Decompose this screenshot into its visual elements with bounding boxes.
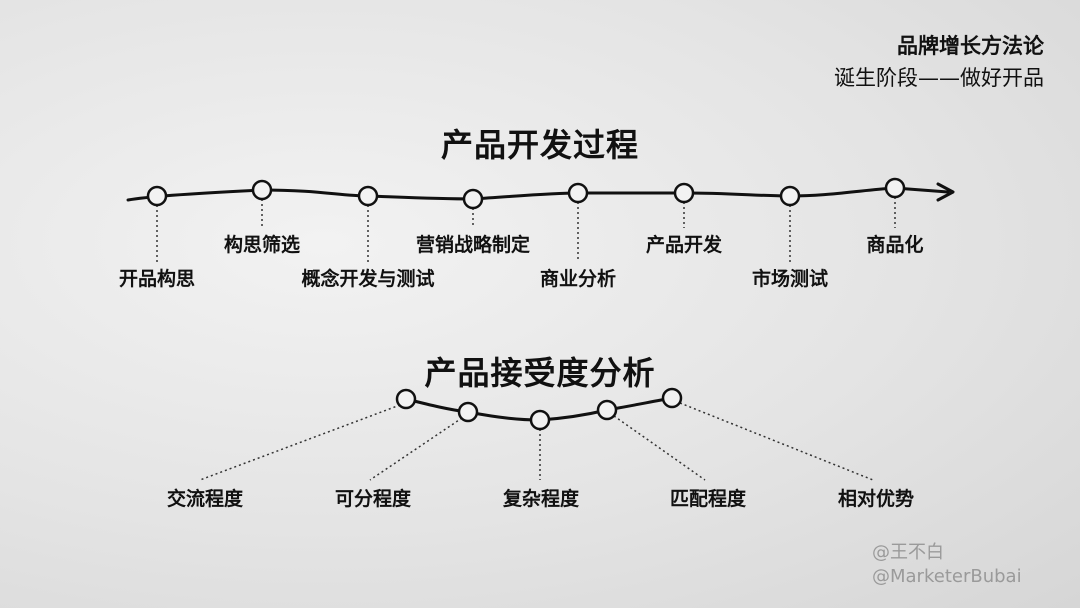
process-node-5 [567,182,589,204]
process-node-8 [884,177,906,199]
process-timeline-line [126,186,950,202]
stage-label-5: 商业分析 [539,268,617,290]
factor-label-3: 复杂程度 [502,488,580,510]
watermark-handle: @王不白 [872,542,944,563]
header-subtitle: 诞生阶段——做好开品 [834,66,1044,90]
process-node-2 [251,179,273,201]
factor-node-4 [596,399,618,421]
watermark-account: @MarketerBubai [872,566,1022,587]
process-node-3 [357,185,379,207]
factor-connector-2 [369,417,463,481]
acceptance-title: 产品接受度分析 [424,354,656,392]
factor-connector-1 [199,404,401,481]
factor-connector-4 [613,415,706,481]
factor-label-2: 可分程度 [334,488,412,510]
factor-label-5: 相对优势 [837,488,915,510]
process-node-4 [462,188,484,210]
factor-node-2 [457,401,479,423]
factor-node-5 [661,387,683,409]
process-title: 产品开发过程 [440,126,639,164]
process-node-7 [779,185,801,207]
process-node-1 [146,185,168,207]
factor-label-4: 匹配程度 [669,488,747,510]
arrow-head-icon [936,182,955,202]
stage-label-8: 商品化 [866,234,924,256]
stage-label-1: 开品构思 [118,268,196,290]
factor-node-3 [529,409,551,431]
stage-label-3: 概念开发与测试 [301,268,435,290]
stage-label-4: 营销战略制定 [415,234,531,256]
process-node-6 [673,182,695,204]
stage-label-2: 构思筛选 [223,234,301,256]
stage-label-6: 产品开发 [645,234,723,256]
factor-node-1 [395,388,417,410]
factor-connector-5 [679,402,874,481]
factor-label-1: 交流程度 [166,488,244,510]
stage-label-7: 市场测试 [751,268,829,290]
header-title: 品牌增长方法论 [897,34,1044,58]
